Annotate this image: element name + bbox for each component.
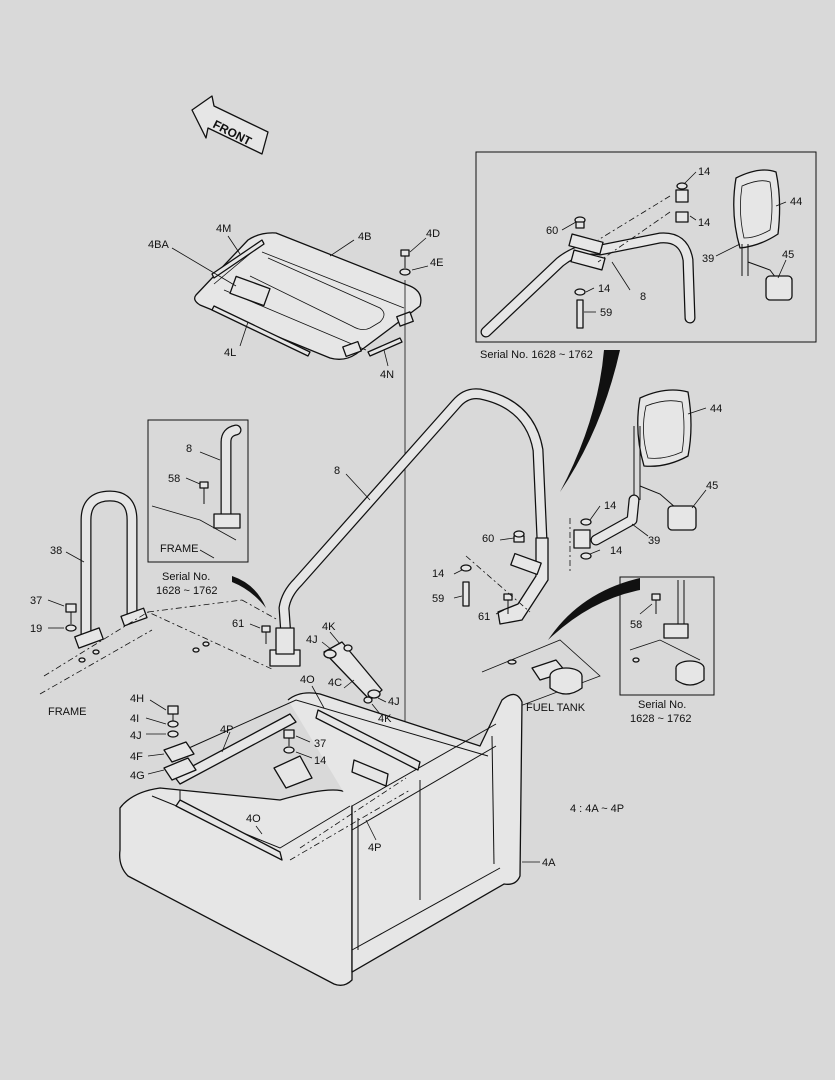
fuel-tank-label: FUEL TANK — [526, 702, 586, 714]
curved-arrow-right — [548, 578, 640, 640]
front-arrow: FRONT — [191, 95, 269, 155]
label-60-inset: 60 — [546, 225, 558, 237]
label-61-center: 61 — [478, 611, 490, 623]
fuel-tank-area — [481, 639, 601, 707]
label-14-inset-top: 14 — [698, 166, 710, 178]
label-4P-bottom: 4P — [368, 842, 381, 854]
label-39-inset: 39 — [702, 253, 714, 265]
label-4J-top: 4J — [306, 634, 318, 646]
label-4E: 4E — [430, 257, 443, 269]
frame-outline — [39, 599, 279, 695]
serial-left-line1: Serial No. — [162, 571, 210, 583]
cover-4B — [194, 232, 422, 360]
label-4D: 4D — [426, 228, 440, 240]
label-37-left: 37 — [30, 595, 42, 607]
spring-hardware — [321, 631, 387, 715]
label-4O-bottom: 4O — [246, 813, 261, 825]
label-58-left-inset: 58 — [168, 473, 180, 485]
mirror-assembly-right — [569, 389, 697, 572]
label-8-left-inset: 8 — [186, 443, 192, 455]
label-4B: 4B — [358, 231, 371, 243]
label-44: 44 — [710, 403, 722, 415]
inset-left-content — [151, 424, 242, 559]
label-4C: 4C — [328, 677, 342, 689]
serial-note-top: Serial No. 1628 ~ 1762 — [480, 349, 593, 361]
label-45: 45 — [706, 480, 718, 492]
label-14-seat: 14 — [314, 755, 326, 767]
label-58-right-inset: 58 — [630, 619, 642, 631]
inset-right-content — [629, 580, 705, 686]
label-4M: 4M — [216, 223, 231, 235]
serial-right-line2: 1628 ~ 1762 — [630, 713, 691, 725]
label-4G: 4G — [130, 770, 145, 782]
curved-arrow-top — [560, 350, 620, 492]
seal-strips — [211, 239, 403, 357]
label-4K-bottom: 4K — [378, 713, 392, 725]
inset-box-top-right — [475, 151, 817, 343]
handrail-8 — [269, 388, 549, 667]
label-59-inset: 59 — [600, 307, 612, 319]
label-8-inset: 8 — [640, 291, 646, 303]
seat-frame-4A — [119, 692, 523, 986]
inset-box-left — [147, 419, 249, 563]
label-4J-right: 4J — [388, 696, 400, 708]
seat-hardware — [145, 685, 540, 863]
label-19: 19 — [30, 623, 42, 635]
leader-lines — [171, 235, 429, 367]
bolt-4D — [399, 249, 411, 790]
label-60: 60 — [482, 533, 494, 545]
label-39: 39 — [648, 535, 660, 547]
label-14-inset-low: 14 — [598, 283, 610, 295]
label-59: 59 — [432, 593, 444, 605]
label-4BA: 4BA — [148, 239, 169, 251]
curved-arrow-left — [232, 576, 266, 608]
label-4P-top: 4P — [220, 724, 233, 736]
label-37-seat: 37 — [314, 738, 326, 750]
inset-box-right — [619, 576, 715, 696]
frame-main-label: FRAME — [48, 706, 87, 718]
inset-top-leaders — [561, 171, 787, 313]
grab-handle-38 — [47, 490, 148, 649]
assembly-note: 4 : 4A ~ 4P — [570, 803, 624, 815]
label-45-inset: 45 — [782, 249, 794, 261]
label-38: 38 — [50, 545, 62, 557]
serial-left-line2: 1628 ~ 1762 — [156, 585, 217, 597]
part-labels: 4BA 4M 4B 4D 4E 4L 4N 14 14 44 60 39 45 … — [30, 166, 802, 869]
serial-right-line1: Serial No. — [638, 699, 686, 711]
label-4A: 4A — [542, 857, 556, 869]
inset-mirror-assembly — [480, 169, 793, 338]
label-14-center: 14 — [432, 568, 444, 580]
label-14-right-b: 14 — [610, 545, 622, 557]
label-8-main: 8 — [334, 465, 340, 477]
right-leaders — [345, 407, 707, 555]
label-4H: 4H — [130, 693, 144, 705]
hardware-center — [249, 530, 531, 644]
label-4L: 4L — [224, 347, 236, 359]
label-4F: 4F — [130, 751, 143, 763]
label-4I: 4I — [130, 713, 139, 725]
label-4J-left: 4J — [130, 730, 142, 742]
label-14-inset-mid: 14 — [698, 217, 710, 229]
frame-inset-label: FRAME — [160, 543, 199, 555]
label-4N: 4N — [380, 369, 394, 381]
label-14-right-a: 14 — [604, 500, 616, 512]
label-4O-top: 4O — [300, 674, 315, 686]
label-44-inset: 44 — [790, 196, 802, 208]
label-61-left: 61 — [232, 618, 244, 630]
label-4K-top: 4K — [322, 621, 336, 633]
